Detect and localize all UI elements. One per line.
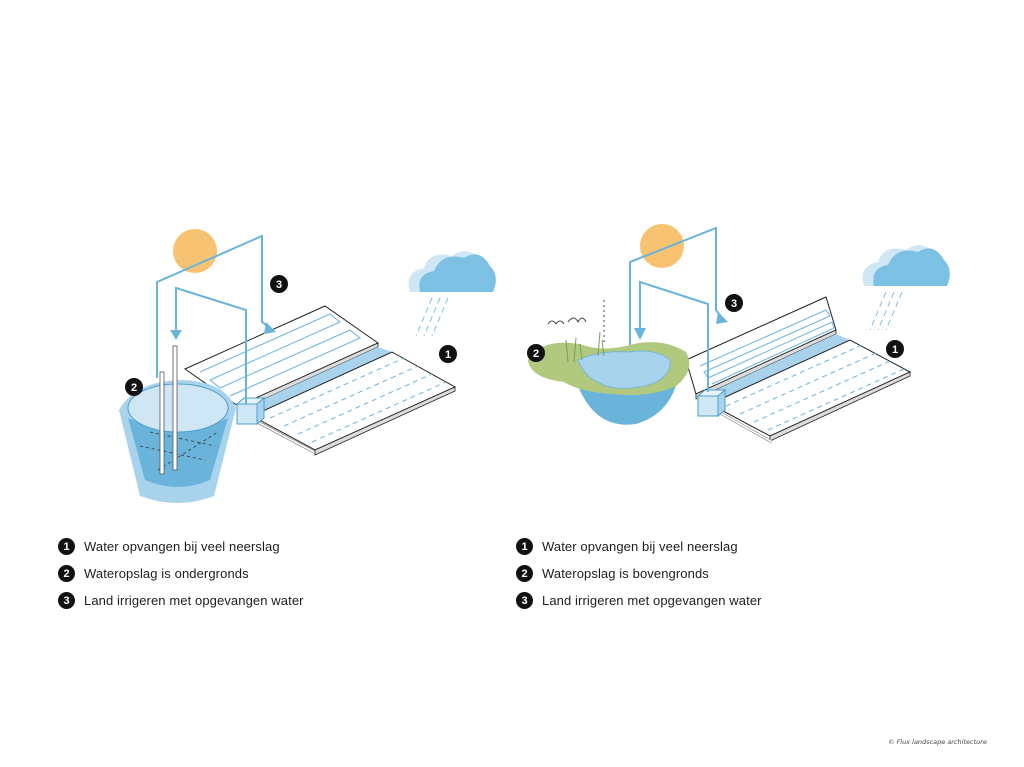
water-ditch — [238, 347, 392, 416]
legend-underground: 1 Water opvangen bij veel neerslag 2 Wat… — [58, 533, 304, 614]
cloud-icon — [862, 245, 950, 286]
surface-pond — [528, 331, 690, 425]
catchment-field — [250, 351, 457, 456]
legend-number: 2 — [516, 565, 533, 582]
marker-1-right-label: 1 — [892, 344, 898, 356]
collection-box — [696, 388, 727, 418]
water-ditch — [696, 334, 850, 404]
legend-item: 3 Land irrigeren met opgevangen water — [58, 587, 304, 614]
legend-text: Land irrigeren met opgevangen water — [84, 593, 304, 608]
legend-text: Water opvangen bij veel neerslag — [84, 539, 280, 554]
legend-text: Wateropslag is ondergronds — [84, 566, 249, 581]
marker-1-left: 1 — [439, 345, 457, 363]
legend-item: 2 Wateropslag is bovengronds — [516, 560, 762, 587]
legend-number: 2 — [58, 565, 75, 582]
arrow-head-icon — [264, 322, 276, 334]
legend-text: Land irrigeren met opgevangen water — [542, 593, 762, 608]
marker-1-left-label: 1 — [445, 349, 451, 361]
underground-storage — [119, 345, 236, 503]
legend-surface: 1 Water opvangen bij veel neerslag 2 Wat… — [516, 533, 762, 614]
collection-box — [235, 396, 266, 426]
credit-text: © Flux landscape architecture — [888, 738, 987, 746]
marker-3-right-label: 3 — [731, 298, 737, 310]
marker-3-left: 3 — [270, 275, 288, 293]
sun-icon — [173, 229, 217, 273]
cloud-icon — [408, 251, 496, 292]
marker-3-left-label: 3 — [276, 279, 282, 291]
marker-2-left: 2 — [125, 378, 143, 396]
legend-item: 2 Wateropslag is ondergronds — [58, 560, 304, 587]
marker-2-left-label: 2 — [131, 382, 137, 394]
marker-2-right-label: 2 — [533, 348, 539, 360]
legend-item: 3 Land irrigeren met opgevangen water — [516, 587, 762, 614]
marker-3-right: 3 — [725, 294, 743, 312]
legend-text: Wateropslag is bovengronds — [542, 566, 709, 581]
legend-number: 1 — [516, 538, 533, 555]
arrow-head-icon — [634, 328, 646, 340]
underground-storage-diagram: 3 2 1 — [119, 229, 496, 503]
legend-number: 1 — [58, 538, 75, 555]
arrow-head-icon — [716, 312, 728, 324]
surface-storage-diagram: 3 2 1 — [527, 224, 950, 444]
marker-2-right: 2 — [527, 344, 545, 362]
rain-icon — [869, 291, 903, 331]
arrow-head-icon — [170, 330, 182, 340]
marker-1-right: 1 — [886, 340, 904, 358]
legend-number: 3 — [516, 592, 533, 609]
sun-icon — [640, 224, 684, 268]
legend-number: 3 — [58, 592, 75, 609]
flow-arrows — [156, 234, 271, 404]
rain-icon — [415, 297, 449, 337]
legend-item: 1 Water opvangen bij veel neerslag — [58, 533, 304, 560]
legend-text: Water opvangen bij veel neerslag — [542, 539, 738, 554]
catchment-field — [708, 339, 912, 442]
legend-item: 1 Water opvangen bij veel neerslag — [516, 533, 762, 560]
birds-icon — [547, 300, 605, 345]
